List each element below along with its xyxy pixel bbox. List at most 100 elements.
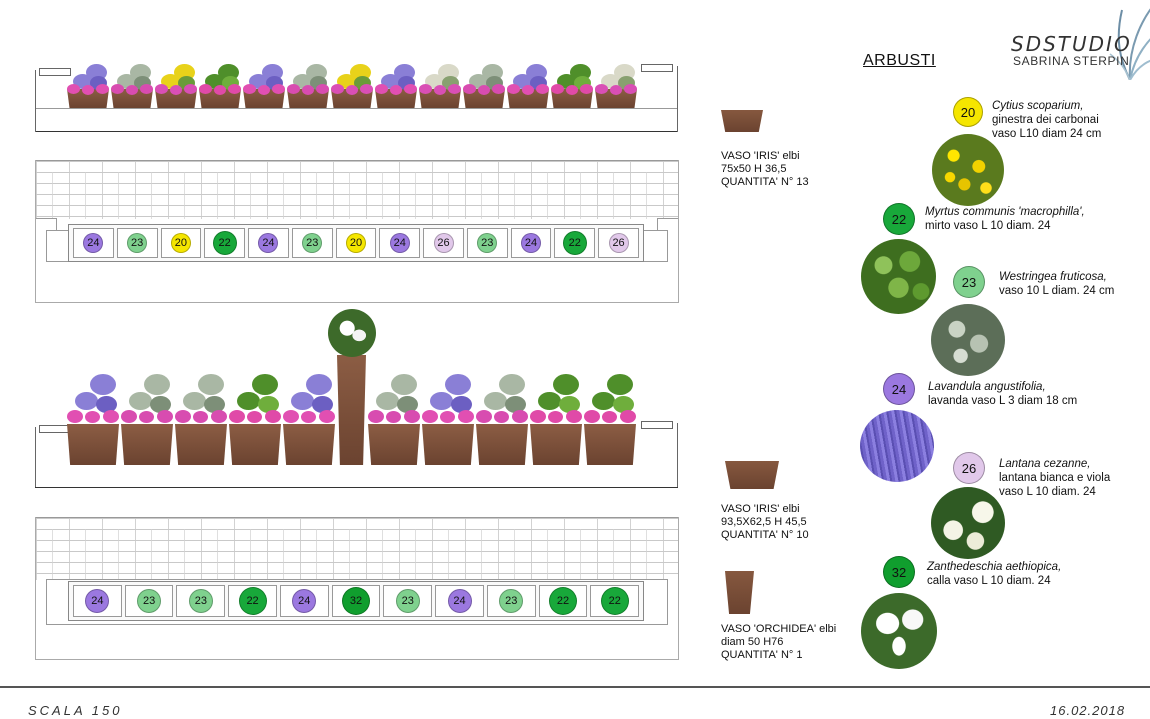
foliage <box>327 309 376 361</box>
plant-code-circle: 23 <box>395 589 420 613</box>
pot-body <box>422 424 474 465</box>
iris-pot <box>584 374 636 465</box>
plant-code-circle: 24 <box>258 233 279 253</box>
planter-box: 22 <box>538 585 588 617</box>
foliage <box>67 64 109 95</box>
foliage <box>331 64 373 95</box>
pot-body <box>507 89 549 108</box>
plant-code-circle: 22 <box>548 587 577 615</box>
foliage <box>283 374 335 430</box>
ground-line <box>35 487 678 488</box>
planter-box: 23 <box>291 228 333 258</box>
studio-logo: SDSTUDIO SABRINA STERPIN <box>1005 8 1150 88</box>
legend-code-23: 23 <box>953 266 985 298</box>
planter-box: 23 <box>383 585 433 617</box>
brick-wall <box>36 160 678 219</box>
section-title: ARBUSTI <box>863 52 936 69</box>
plant-code-circle: 23 <box>127 233 148 253</box>
iris-pot <box>199 64 241 108</box>
planter-ledge <box>35 108 678 109</box>
planter-box: 24 <box>279 585 329 617</box>
planter-box: 22 <box>204 228 246 258</box>
plant-code-circle: 22 <box>238 587 267 615</box>
westringea-photo-icon <box>931 304 1005 376</box>
planter-box-strip-bottom: 24 23 23 22 24 32 23 24 23 22 22 <box>68 581 644 621</box>
vaso-spec-3: VASO 'ORCHIDEA' elbi diam 50 H76 QUANTIT… <box>721 623 837 661</box>
planter-box: 23 <box>486 585 536 617</box>
calla-photo-icon <box>861 593 937 669</box>
planter-box: 22 <box>590 585 640 617</box>
iris-pot <box>419 64 461 108</box>
iris-pot <box>287 64 329 108</box>
foliage <box>121 374 173 430</box>
iris-pot <box>243 64 285 108</box>
lavender-photo-icon <box>860 410 934 482</box>
pot-body <box>243 89 285 108</box>
foliage <box>368 374 420 430</box>
ground-line <box>35 131 678 132</box>
legend-code-26: 26 <box>953 452 985 484</box>
plant-code-circle: 32 <box>342 587 371 615</box>
foliage <box>530 374 582 430</box>
pot-body <box>375 89 417 108</box>
pot-body <box>287 89 329 108</box>
plant-desc-24: Lavandula angustifolia, lavanda vaso L 3… <box>928 381 1078 407</box>
foliage <box>419 64 461 95</box>
plant-desc-20: Cytius scoparium, ginestra dei carbonai … <box>992 100 1102 140</box>
orchidea-pot <box>327 309 376 465</box>
vaso-iris-large-icon <box>725 461 779 489</box>
plant-code-circle: 26 <box>433 233 454 253</box>
iris-pot <box>551 64 593 108</box>
planter-box: 20 <box>335 228 377 258</box>
elevation-bottom <box>35 309 678 493</box>
scale-label: SCALA 150 <box>28 703 123 718</box>
plant-code-circle: 22 <box>562 231 587 255</box>
iris-pot <box>155 64 197 108</box>
elevation-top <box>35 60 678 138</box>
studio-logo-name: SABRINA STERPIN <box>1013 54 1130 68</box>
iris-pot <box>530 374 582 465</box>
planter-box: 23 <box>116 228 158 258</box>
plant-code-circle: 20 <box>345 233 366 253</box>
iris-pot <box>229 374 281 465</box>
plant-code-circle: 23 <box>188 589 213 613</box>
agave-leaf-icon <box>1109 8 1150 80</box>
iris-pot <box>67 374 119 465</box>
plant-code-circle: 24 <box>447 589 472 613</box>
vaso-spec-1: VASO 'IRIS' elbi 75x50 H 36,5 QUANTITA' … <box>721 150 809 188</box>
wall-post-right <box>641 421 673 429</box>
planter-box: 24 <box>248 228 289 258</box>
foliage <box>422 374 474 430</box>
plant-code-circle: 24 <box>85 589 110 613</box>
foliage <box>595 64 637 95</box>
pot-body <box>155 89 197 108</box>
pot-body <box>229 424 281 465</box>
planter-box: 26 <box>423 228 464 258</box>
iris-pot <box>422 374 474 465</box>
legend-code-24: 24 <box>883 373 915 405</box>
iris-pot <box>476 374 528 465</box>
plant-code-circle: 26 <box>608 233 629 253</box>
foliage <box>584 374 636 430</box>
pot-body <box>551 89 593 108</box>
foliage <box>155 64 197 95</box>
vaso-iris-small-icon <box>721 110 763 132</box>
plant-desc-23: Westringea fruticosa, vaso 10 L diam. 24… <box>999 271 1115 297</box>
plant-code-circle: 22 <box>212 231 237 255</box>
planter-row-top <box>67 64 637 108</box>
pot-body <box>595 89 637 108</box>
plant-code-circle: 23 <box>137 589 162 613</box>
iris-pot <box>463 64 505 108</box>
pot-body <box>121 424 173 465</box>
plant-code-circle: 24 <box>292 589 317 613</box>
planter-box: 26 <box>598 228 639 258</box>
plant-desc-32: Zanthedeschia aethiopica, calla vaso L 1… <box>927 561 1062 587</box>
plant-code-circle: 23 <box>499 589 524 613</box>
plant-code-circle: 24 <box>521 233 542 253</box>
plant-code-circle: 24 <box>389 233 410 253</box>
pot-body <box>111 89 153 108</box>
iris-pot <box>111 64 153 108</box>
planter-box: 20 <box>160 228 202 258</box>
pot-body <box>199 89 241 108</box>
plant-code-circle: 24 <box>83 233 104 253</box>
